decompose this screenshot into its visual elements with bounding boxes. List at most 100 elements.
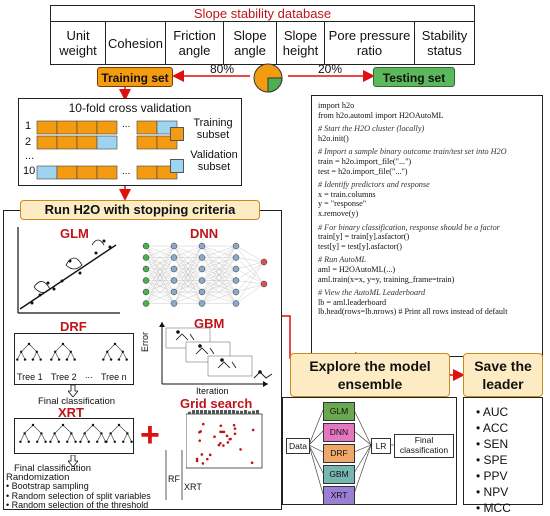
tree-node bbox=[91, 423, 95, 427]
dnn-edge bbox=[145, 291, 175, 304]
dnn-edge bbox=[235, 280, 265, 285]
tree-node bbox=[83, 432, 86, 435]
leader-metric: • NPV bbox=[476, 485, 509, 499]
dnn-edge bbox=[145, 257, 175, 304]
tree-edge bbox=[24, 424, 34, 434]
dnn-edge bbox=[173, 245, 203, 258]
grid-search-bar bbox=[220, 410, 223, 414]
dnn-edge bbox=[145, 245, 175, 281]
code-line: train = h2o.import_file("...") bbox=[318, 156, 412, 166]
tree-node bbox=[122, 440, 125, 443]
dnn-edge bbox=[235, 261, 265, 293]
dnn-edge bbox=[201, 291, 237, 304]
training-legend-label: Training subset bbox=[193, 117, 233, 141]
grid-search-bar bbox=[224, 410, 227, 414]
training-cell bbox=[76, 165, 98, 180]
tree-node bbox=[53, 432, 56, 435]
tree-edge bbox=[110, 424, 120, 434]
training-percent: 80% bbox=[210, 62, 235, 76]
code-line: # View the AutoML Leaderboard bbox=[318, 288, 426, 298]
grid-search-point bbox=[250, 461, 254, 465]
fold-row-label: 1 bbox=[25, 120, 32, 132]
grid-search-point bbox=[229, 437, 232, 441]
grid-search-bar bbox=[196, 410, 199, 414]
tree-edge bbox=[118, 424, 128, 434]
dnn-edge bbox=[201, 245, 237, 270]
tree-edge bbox=[24, 433, 30, 442]
grid-search-bar bbox=[232, 410, 235, 414]
tree-edge bbox=[20, 343, 30, 353]
tree-node bbox=[61, 423, 65, 427]
dnn-node bbox=[198, 242, 206, 250]
dnn-edge bbox=[173, 245, 203, 304]
drf-trees bbox=[16, 342, 128, 361]
ensemble-title: Explore the model ensemble bbox=[290, 353, 450, 397]
dnn-node bbox=[170, 242, 178, 250]
fold-ellipsis: ... bbox=[122, 119, 131, 130]
cross-validation-title: 10-fold cross validation bbox=[68, 101, 192, 115]
split-pie-chart bbox=[253, 63, 283, 93]
tree-edge bbox=[51, 351, 56, 360]
tree-node bbox=[23, 358, 27, 361]
tree-node bbox=[49, 440, 52, 443]
tree-edge bbox=[80, 433, 85, 442]
dnn-edge bbox=[145, 268, 175, 304]
leader-title: Save the leader model bbox=[463, 353, 543, 410]
tree-node bbox=[36, 440, 39, 443]
dnn-edge bbox=[173, 245, 203, 270]
tree-edge bbox=[54, 351, 60, 360]
ensemble-edge bbox=[353, 444, 372, 474]
tree-node bbox=[96, 440, 99, 443]
column-slope-height: Slope height bbox=[277, 22, 325, 64]
tree-node bbox=[50, 358, 53, 361]
tree-node bbox=[109, 432, 112, 435]
dnn-edge bbox=[173, 245, 203, 293]
grid-search-point bbox=[195, 459, 199, 463]
grid-search-point bbox=[233, 427, 237, 430]
leader-metrics-panel: • AUC• ACC• SEN• SPE• PPV• NPV• MCC bbox=[463, 397, 543, 515]
tree-edge bbox=[32, 424, 42, 434]
dnn-edge bbox=[201, 245, 237, 293]
tree-ellipsis: ... bbox=[85, 370, 93, 380]
glm-regression-plot bbox=[17, 227, 120, 314]
tree-edge bbox=[62, 343, 72, 353]
gbm-iteration-axis-label: Iteration bbox=[196, 386, 229, 396]
tree-node bbox=[126, 432, 129, 435]
dnn-node bbox=[142, 277, 150, 284]
grid-search-point bbox=[195, 457, 199, 461]
dnn-edge bbox=[201, 245, 237, 258]
ensemble-lr-node: LR bbox=[371, 438, 391, 454]
tree-edge bbox=[50, 433, 55, 442]
randomization-item: • Random selection of the threshold bbox=[6, 500, 149, 510]
grid-search-bar bbox=[240, 410, 243, 414]
grid-search-bar bbox=[244, 410, 247, 414]
tree-edge bbox=[106, 351, 112, 360]
fold-row-label: 10 bbox=[23, 165, 36, 177]
tree-edge bbox=[41, 433, 46, 442]
training-cell bbox=[136, 135, 158, 150]
dnn-node bbox=[260, 258, 268, 266]
dnn-edge bbox=[235, 261, 265, 304]
tree-edge bbox=[127, 433, 132, 442]
code-line: # Start the H2O cluster (locally) bbox=[318, 124, 425, 134]
randomization-item: • Bootstrap sampling bbox=[6, 481, 89, 491]
tree-node bbox=[31, 423, 35, 427]
dnn-edge bbox=[235, 257, 265, 263]
code-line: # Run AutoML bbox=[318, 255, 367, 265]
dnn-edge bbox=[201, 280, 237, 304]
tree-label: Tree 2 bbox=[51, 372, 77, 382]
tree-edge bbox=[101, 433, 106, 442]
code-line: aml = H2OAutoML(...) bbox=[318, 264, 396, 274]
column-friction-angle: Friction angle bbox=[166, 22, 224, 64]
training-cell bbox=[96, 120, 118, 135]
grid-search-bar bbox=[252, 410, 255, 414]
dnn-edge bbox=[235, 268, 265, 285]
ensemble-model-glm: GLM bbox=[323, 402, 355, 421]
code-line: x = train.columns bbox=[318, 189, 376, 199]
dnn-node bbox=[142, 300, 150, 307]
database-title: Slope stability database bbox=[50, 5, 475, 21]
tree-node bbox=[79, 440, 82, 443]
grid-search-point bbox=[200, 453, 204, 456]
dnn-node bbox=[170, 277, 178, 284]
tree-edge bbox=[71, 433, 76, 442]
